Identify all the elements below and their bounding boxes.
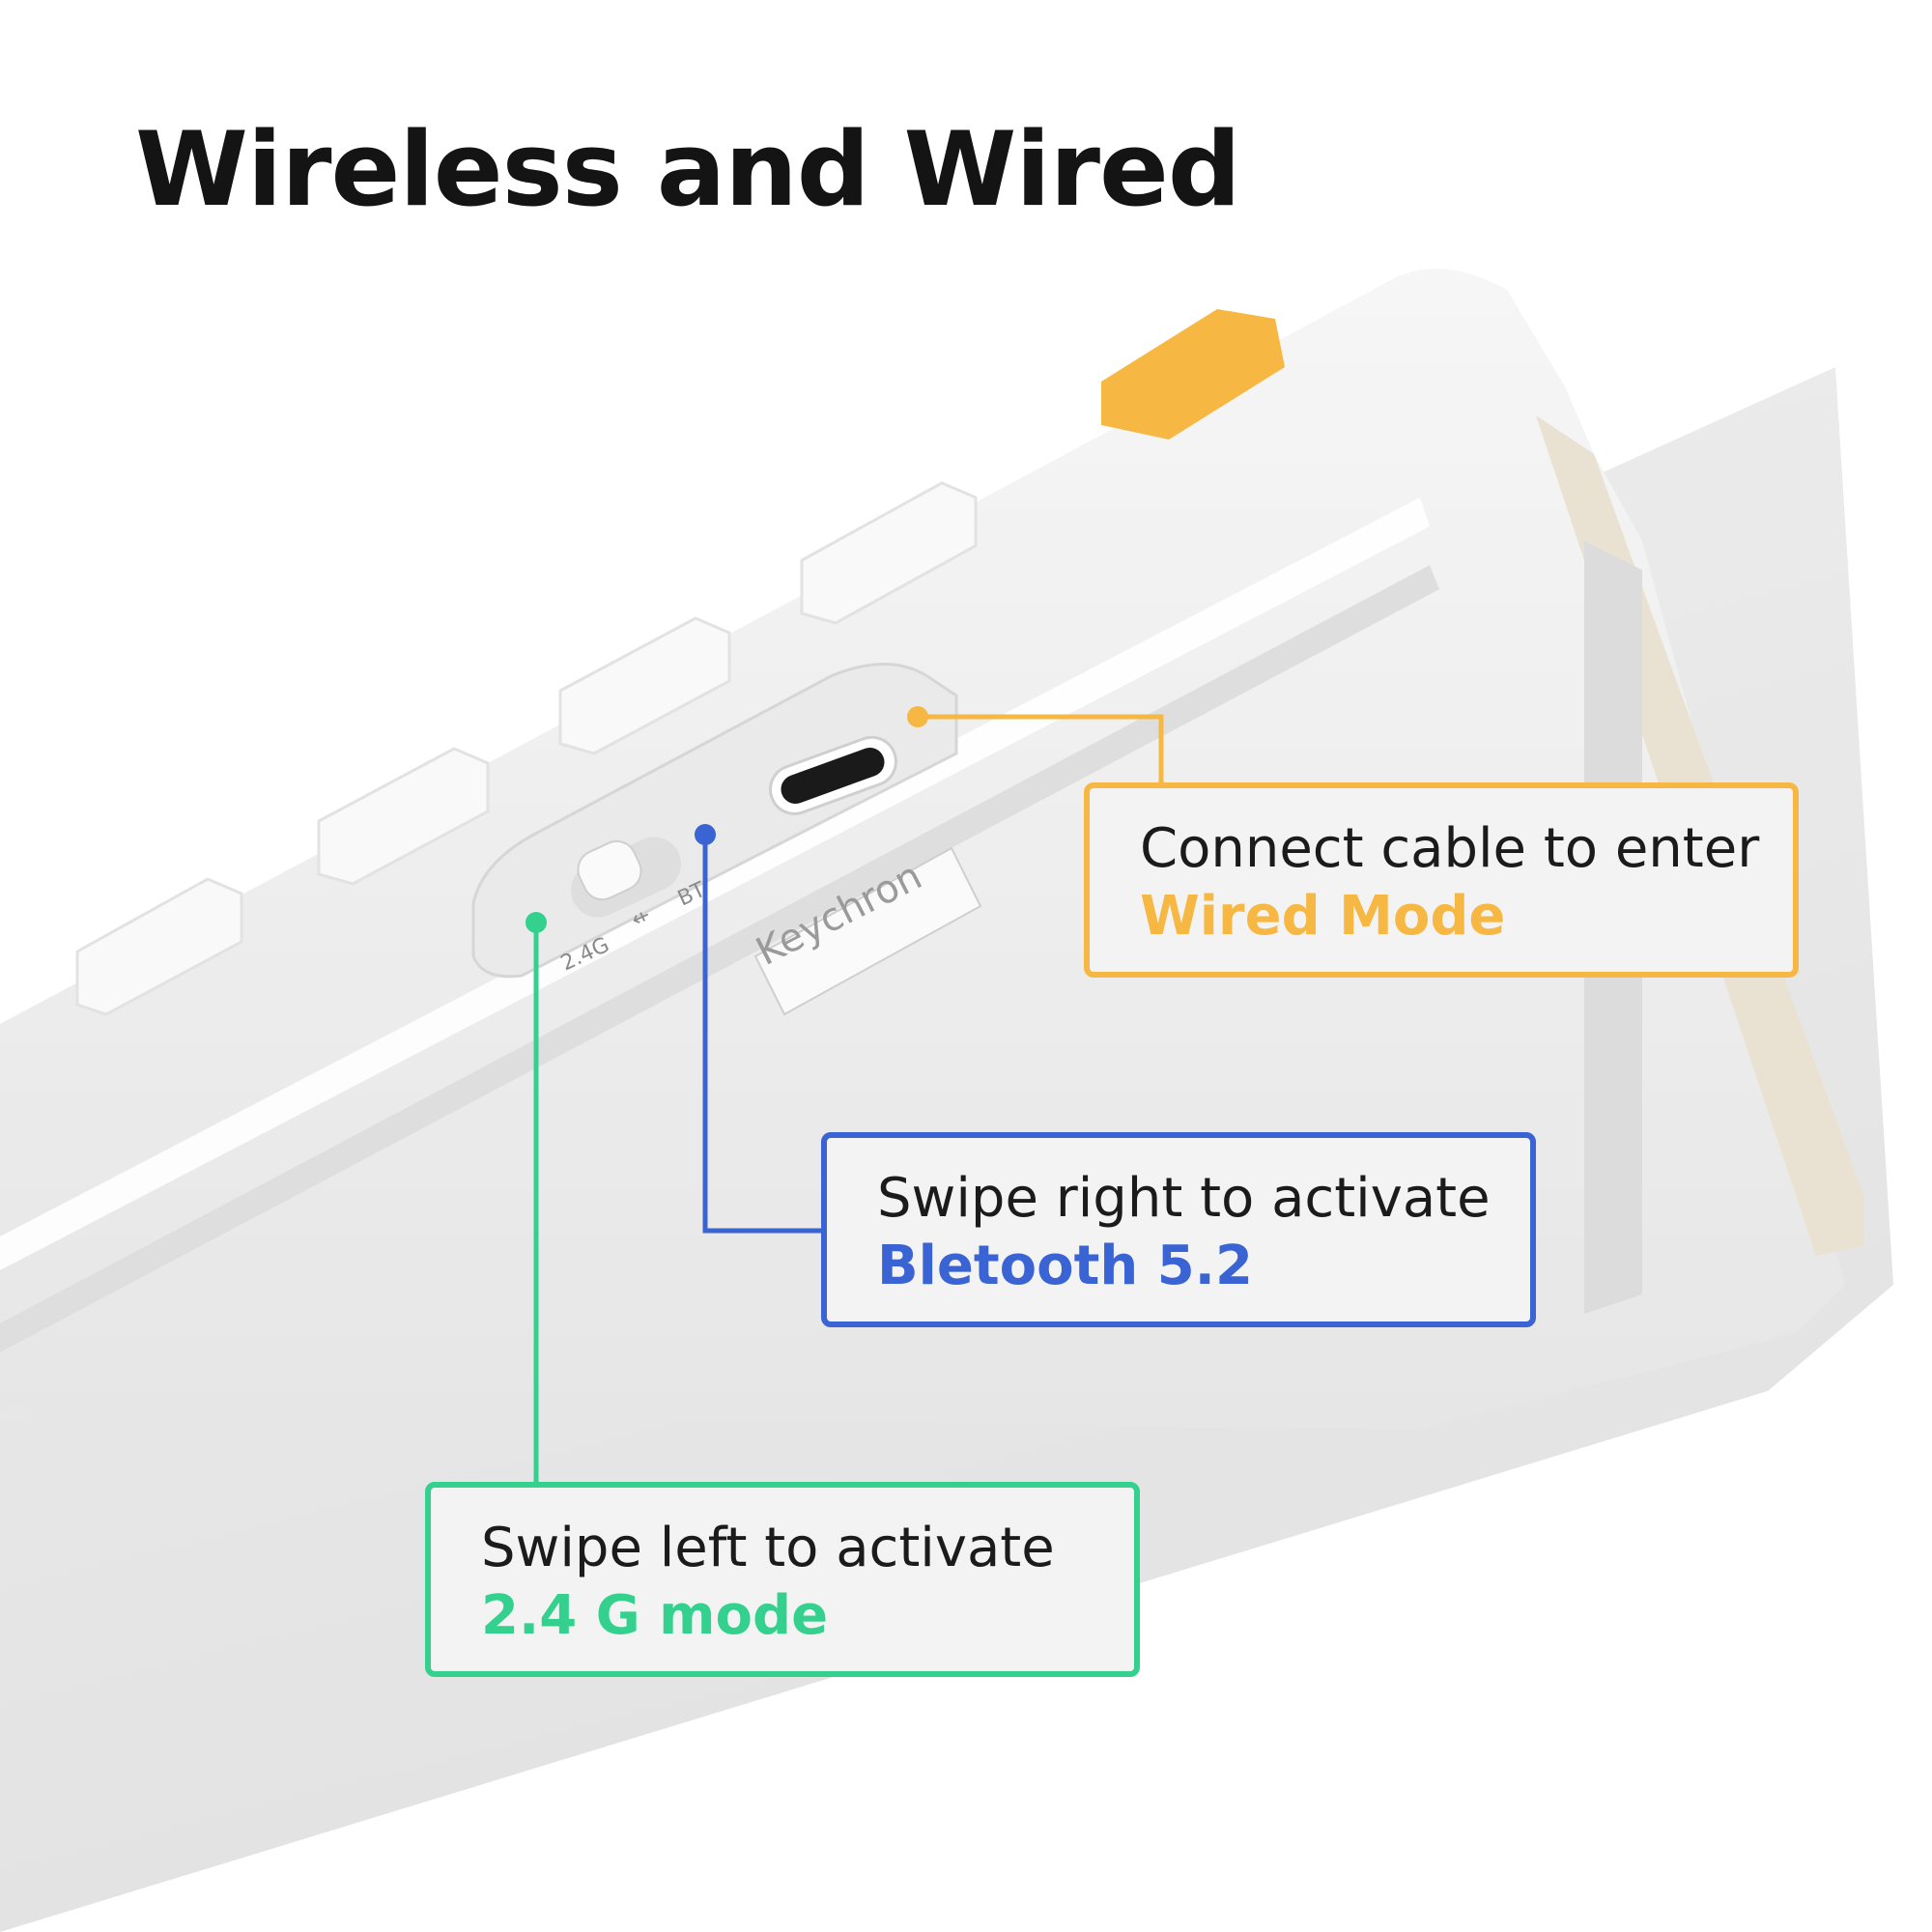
callout-bt-mode-label: Bletooth 5.2 <box>877 1235 1253 1297</box>
bt-connector-dot <box>695 824 716 845</box>
keycap <box>317 747 490 886</box>
callout-connectors <box>533 714 1164 1482</box>
g24-connector-dot <box>526 912 547 933</box>
page-title: Wireless and Wired <box>135 110 1241 229</box>
callout-24g-mode: Swipe left to activate 2.4 G mode <box>425 1482 1140 1677</box>
wired-connector-dot <box>907 706 928 727</box>
callout-bluetooth-mode: Swipe right to activate Bletooth 5.2 <box>821 1132 1536 1327</box>
keycap <box>800 481 978 625</box>
usb-c-port-icon <box>769 735 897 815</box>
keyboard-rim <box>0 497 1430 1270</box>
callout-wired-text: Connect cable to enter <box>1140 817 1760 880</box>
keycap <box>558 616 731 755</box>
mode-switch-icon <box>570 837 682 918</box>
callout-24g-mode-label: 2.4 G mode <box>481 1584 829 1647</box>
logo-plate <box>753 846 982 1016</box>
callout-wired-mode: Connect cable to enter Wired Mode <box>1084 782 1799 978</box>
wired-connector-line <box>918 714 1164 782</box>
callout-24g-text: Swipe left to activate <box>481 1517 1055 1579</box>
callout-bt-text: Swipe right to activate <box>877 1167 1491 1230</box>
callout-wired-mode-label: Wired Mode <box>1140 885 1506 948</box>
bt-connector-line <box>702 835 821 1234</box>
keycap-accent-yellow <box>1101 309 1285 440</box>
keycaps <box>75 481 978 1016</box>
keycap <box>75 877 243 1016</box>
